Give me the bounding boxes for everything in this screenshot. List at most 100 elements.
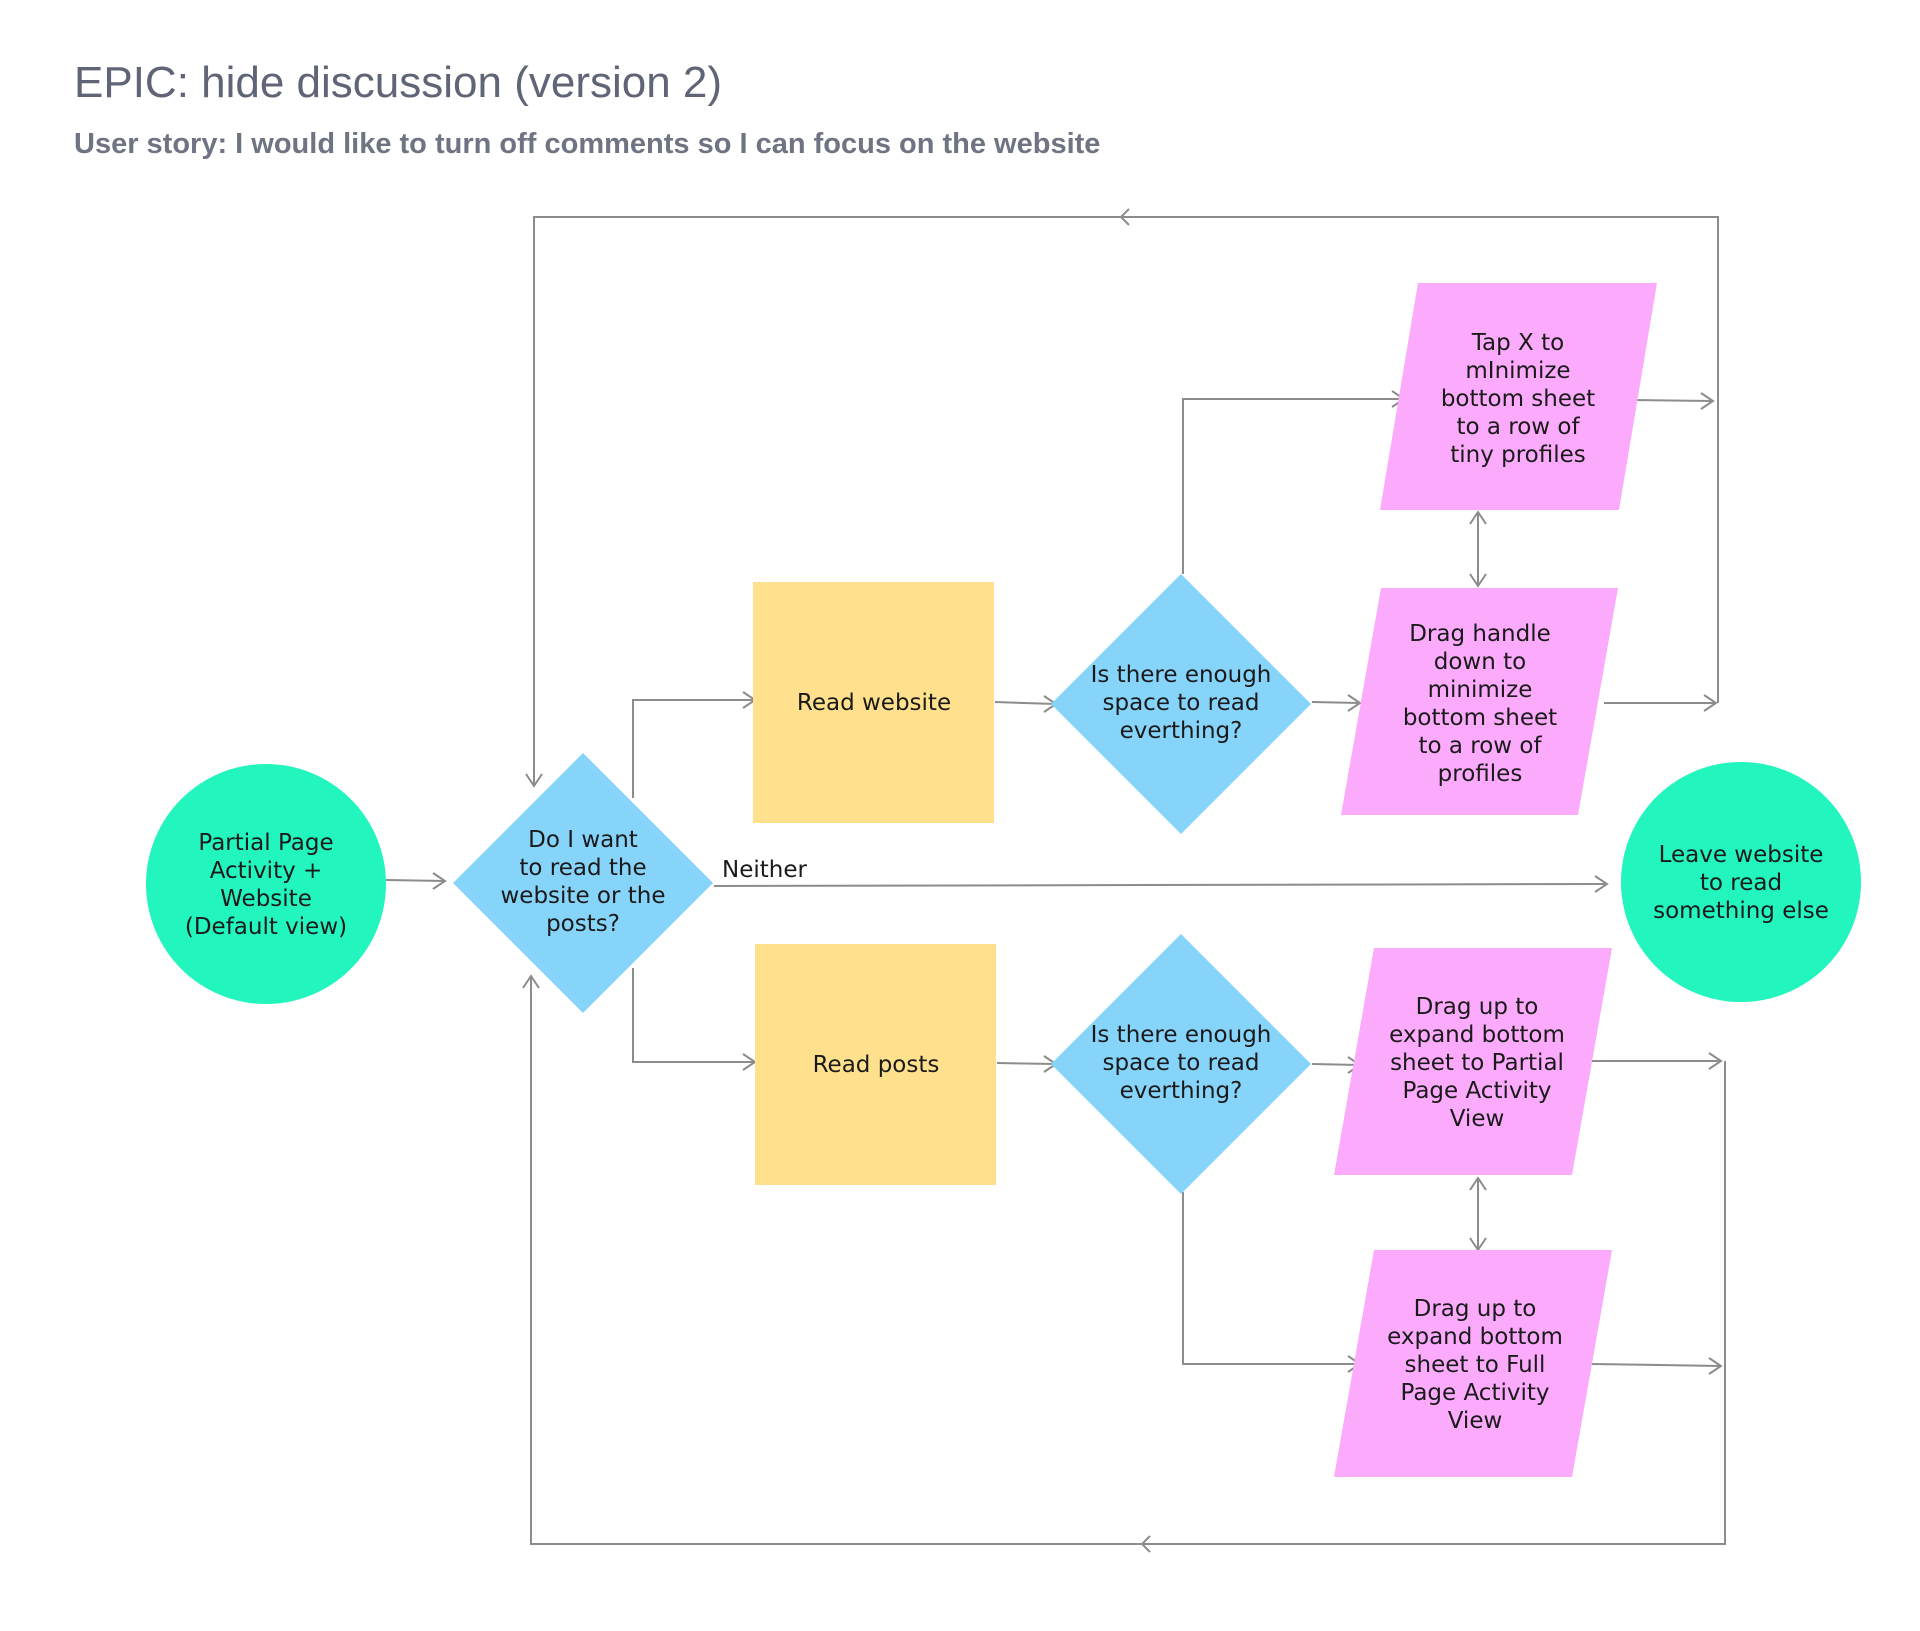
start-node-shape bbox=[146, 764, 386, 1004]
edge-neither-to-leave bbox=[713, 883, 1608, 887]
label-line: Is there enough bbox=[1091, 662, 1272, 688]
read-posts-node: Read posts bbox=[755, 944, 996, 1185]
label-line: Leave website bbox=[1659, 842, 1824, 868]
edge-decision-to-read-posts bbox=[632, 968, 755, 1063]
drag-up-partial-shape bbox=[1334, 948, 1612, 1175]
label-line: View bbox=[1448, 1408, 1503, 1434]
label-line: expand bottom bbox=[1389, 1022, 1565, 1048]
label-line: Do I want bbox=[528, 827, 638, 853]
label-line: Activity + bbox=[210, 858, 323, 884]
edge-tap-x-to-rail bbox=[1631, 399, 1714, 402]
arrowhead bbox=[1700, 392, 1715, 410]
label-line: Drag up to bbox=[1414, 1296, 1537, 1322]
label-line: (Default view) bbox=[185, 914, 347, 940]
label-line: Drag handle bbox=[1409, 621, 1551, 647]
arrowhead bbox=[525, 773, 543, 788]
label-line: Partial Page bbox=[198, 830, 333, 856]
label-line: mInimize bbox=[1465, 358, 1570, 384]
label-line: down to bbox=[1434, 649, 1526, 675]
edge-start-to-decision bbox=[385, 879, 446, 882]
arrowhead bbox=[1469, 1176, 1487, 1191]
label-line: to read bbox=[1700, 870, 1782, 896]
read-posts-label: Read posts bbox=[813, 1052, 940, 1078]
label-line: Website bbox=[220, 886, 312, 912]
decision-space-bottom-shape bbox=[1051, 934, 1311, 1194]
arrowhead bbox=[522, 974, 540, 989]
read-website-shape bbox=[753, 582, 994, 823]
label-line: profiles bbox=[1438, 761, 1523, 787]
arrowhead bbox=[1347, 694, 1362, 712]
read-website-label: Read website bbox=[797, 690, 951, 716]
tap-x-shape bbox=[1380, 283, 1657, 510]
user-story-subtitle: User story: I would like to turn off com… bbox=[74, 128, 1101, 160]
label-line: bottom sheet bbox=[1441, 386, 1595, 412]
label-line: Read website bbox=[797, 690, 951, 716]
label-line: Page Activity bbox=[1402, 1078, 1551, 1104]
arrowhead bbox=[432, 872, 447, 890]
label-line: Tap X to bbox=[1471, 330, 1564, 356]
edge-top-loop bbox=[533, 216, 1719, 786]
label-line: Read posts bbox=[813, 1052, 940, 1078]
label-line: everthing? bbox=[1120, 718, 1243, 744]
edge-bottom-loop bbox=[530, 976, 1726, 1545]
edge-decision-to-read-website bbox=[632, 699, 755, 798]
label-line: Page Activity bbox=[1400, 1380, 1549, 1406]
label-line: to read the bbox=[519, 855, 646, 881]
label-line: space to read bbox=[1103, 1050, 1260, 1076]
drag-up-full-shape bbox=[1334, 1250, 1612, 1477]
connectors bbox=[385, 216, 1726, 1545]
arrowhead bbox=[1594, 875, 1609, 893]
label-line: View bbox=[1450, 1106, 1505, 1132]
decision-space-top-shape bbox=[1051, 574, 1311, 834]
label-line: website or the bbox=[501, 883, 666, 909]
arrowhead bbox=[1703, 694, 1718, 712]
read-posts-shape bbox=[755, 944, 996, 1185]
arrowhead bbox=[1708, 1357, 1723, 1375]
label-line: posts? bbox=[546, 911, 620, 937]
edge-space-top-to-tap-x bbox=[1182, 398, 1404, 574]
edge-space-top-to-drag-handle bbox=[1311, 701, 1361, 704]
label-line: tiny profiles bbox=[1450, 442, 1586, 468]
arrowhead bbox=[1140, 1535, 1151, 1553]
label-line: everthing? bbox=[1120, 1078, 1243, 1104]
edge-read-posts-to-space-bottom bbox=[996, 1062, 1057, 1065]
page-title: EPIC: hide discussion (version 2) bbox=[74, 58, 723, 107]
drag-handle-shape bbox=[1341, 588, 1618, 815]
arrowhead bbox=[1469, 573, 1487, 588]
edge-read-website-to-space-top bbox=[994, 701, 1057, 705]
leave-website-shape bbox=[1621, 762, 1861, 1002]
label-line: space to read bbox=[1103, 690, 1260, 716]
arrowhead bbox=[1469, 510, 1487, 525]
label-line: to a row of bbox=[1456, 414, 1580, 440]
label-line: to a row of bbox=[1418, 733, 1542, 759]
label-line: Is there enough bbox=[1091, 1022, 1272, 1048]
edge-space-bottom-to-drag-full bbox=[1182, 1192, 1360, 1365]
label-line: something else bbox=[1653, 898, 1829, 924]
edge-space-bottom-to-drag-partial bbox=[1311, 1063, 1361, 1066]
label-line: expand bottom bbox=[1387, 1324, 1563, 1350]
label-line: bottom sheet bbox=[1403, 705, 1557, 731]
decision-read-website-or-posts-shape bbox=[453, 753, 713, 1013]
read-website-node: Read website bbox=[753, 582, 994, 823]
arrowhead bbox=[1708, 1052, 1723, 1070]
label-line: sheet to Partial bbox=[1390, 1050, 1564, 1076]
